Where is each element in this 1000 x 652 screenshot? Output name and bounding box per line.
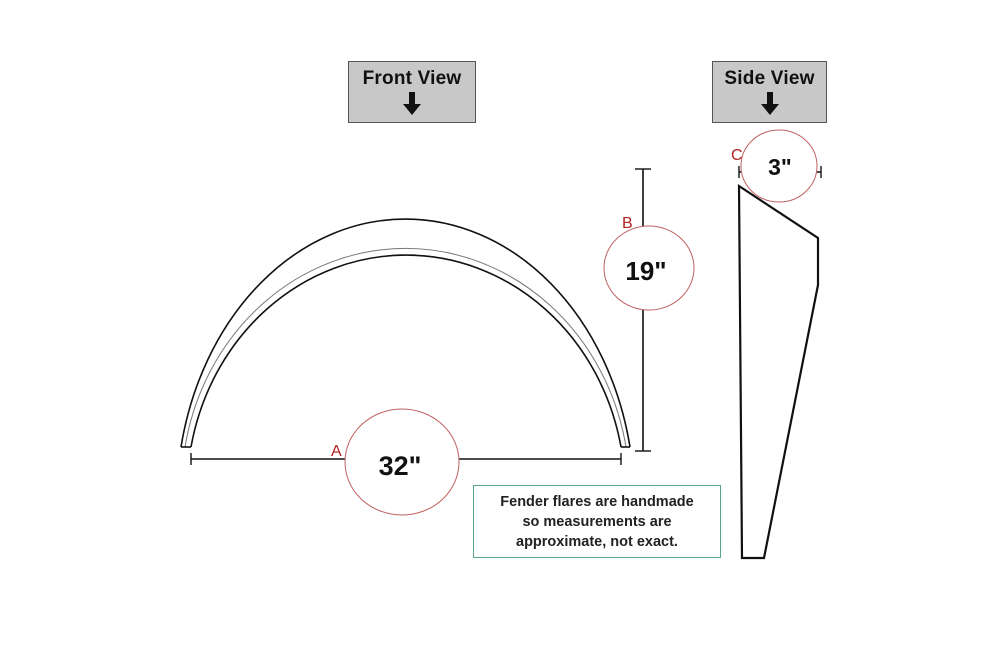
side-view-title: Side View — [724, 68, 815, 89]
note-line-1: Fender flares are handmade — [500, 493, 694, 510]
dimension-b-circle — [603, 225, 695, 311]
dimension-a-tag: A — [331, 443, 342, 460]
dimension-c-circle — [740, 129, 818, 203]
front-view-title: Front View — [362, 68, 462, 89]
down-arrow-icon — [403, 92, 421, 115]
fender-inner-edge — [184, 247, 627, 448]
disclaimer-note: Fender flares are handmade so measuremen… — [473, 485, 721, 558]
dimension-a: A 32" — [190, 408, 622, 516]
dimension-a-value: 32" — [379, 451, 422, 481]
fender-outer-arc — [180, 218, 631, 448]
dimension-c: C 3" — [731, 129, 822, 203]
dimension-b-value: 19" — [625, 256, 666, 286]
front-fender-shape — [180, 218, 631, 448]
dimension-c-tag: C — [731, 147, 743, 164]
dimension-b-tag: B — [622, 215, 633, 232]
note-line-2: so measurements are — [522, 513, 672, 530]
side-fender-shape — [737, 183, 820, 560]
dimension-a-circle — [344, 408, 460, 516]
dimension-b: B 19" — [603, 168, 695, 452]
front-view-header: Front View — [348, 61, 476, 123]
dimension-c-value: 3" — [768, 154, 792, 180]
fender-inner-arc — [190, 254, 622, 448]
down-arrow-icon — [760, 92, 779, 115]
side-view-header: Side View — [712, 61, 827, 123]
note-line-3: approximate, not exact. — [516, 533, 678, 550]
